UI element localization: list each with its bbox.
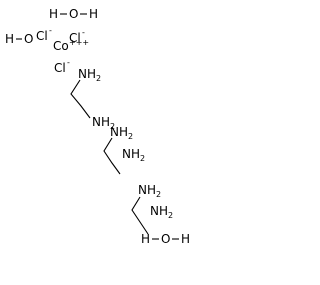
cobalt-symbol: Co xyxy=(53,39,69,53)
chloride-3-symbol: Cl xyxy=(54,61,66,75)
ethylenediamine-3: NH2 NH2 xyxy=(131,183,173,235)
water-top-o: O xyxy=(69,7,78,21)
water-left-h: H xyxy=(5,32,14,46)
chloride-1-charge: - xyxy=(49,26,52,35)
chloride-3-charge: - xyxy=(67,58,70,67)
en3-backbone xyxy=(131,196,149,235)
water-bottom-h2: H xyxy=(181,232,190,246)
water-molecule-left: H O xyxy=(5,32,33,46)
en2-nh2-bottom: NH2 xyxy=(122,147,145,163)
chloride-2-symbol: Cl xyxy=(69,31,81,45)
en2-backbone xyxy=(103,137,121,175)
chloride-ion-3: Cl - xyxy=(54,58,70,75)
water-bottom-h1: H xyxy=(141,232,150,246)
en1-backbone xyxy=(70,79,91,119)
water-top-h2: H xyxy=(89,7,98,21)
chemical-structure: H O H H O Cl - Co +++ Cl - Cl - NH2 NH2 … xyxy=(5,7,190,246)
water-left-o: O xyxy=(24,32,33,46)
en3-nh2-top: NH2 xyxy=(138,183,161,199)
en2-nh2-top: NH2 xyxy=(110,125,133,141)
cobalt-charge: +++ xyxy=(69,38,89,47)
cobalt-ion: Co +++ xyxy=(53,38,89,53)
water-top-h1: H xyxy=(49,7,58,21)
en1-nh2-bottom: NH2 xyxy=(92,115,115,131)
chloride-ion-1: Cl - xyxy=(36,26,52,43)
en1-nh2-top: NH2 xyxy=(78,67,101,83)
water-bottom-o: O xyxy=(161,232,170,246)
chloride-ion-2: Cl - xyxy=(69,28,85,45)
chloride-1-symbol: Cl xyxy=(36,29,48,43)
chloride-2-charge: - xyxy=(82,28,85,37)
ethylenediamine-2: NH2 NH2 xyxy=(103,125,145,175)
ethylenediamine-1: NH2 NH2 xyxy=(70,67,115,131)
water-molecule-top: H O H xyxy=(49,7,98,21)
en3-nh2-bottom: NH2 xyxy=(150,204,173,220)
water-molecule-bottom: H O H xyxy=(141,232,190,246)
